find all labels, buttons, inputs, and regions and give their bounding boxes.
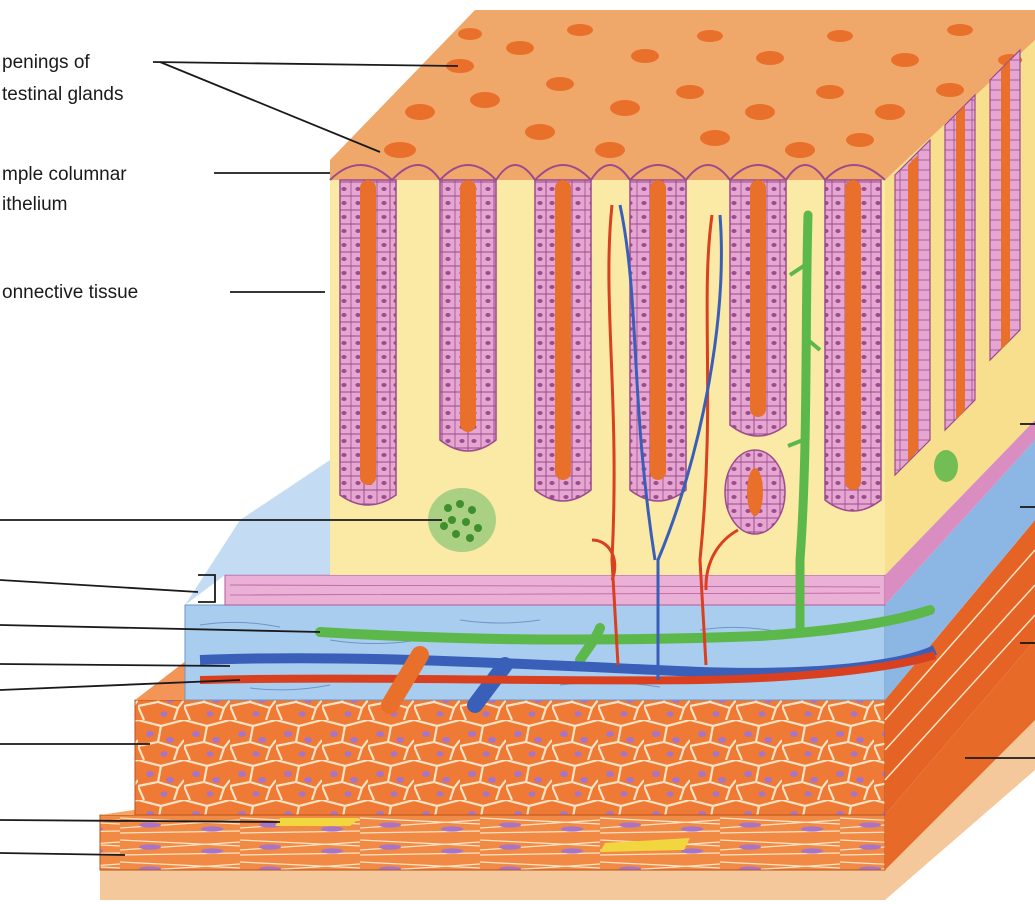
crypt-cross-section — [725, 450, 785, 534]
crypt — [535, 180, 591, 501]
crypt — [730, 180, 786, 436]
crypt — [630, 180, 686, 501]
crypt — [825, 180, 881, 511]
label-epithelium-line1: mple columnar — [2, 164, 127, 185]
label-connective-tissue: onnective tissue — [2, 282, 138, 303]
lymphoid-nodule-side — [934, 450, 958, 482]
label-openings-line1: penings of — [2, 52, 90, 73]
crypt — [340, 180, 396, 505]
leader-openings-a — [153, 62, 458, 66]
leader-openings-b — [160, 62, 380, 152]
crypt — [440, 180, 496, 451]
leader-muscularis-mucosae — [0, 580, 198, 592]
label-epithelium-line2: ithelium — [2, 194, 67, 215]
label-openings-line2: testinal glands — [2, 84, 123, 105]
